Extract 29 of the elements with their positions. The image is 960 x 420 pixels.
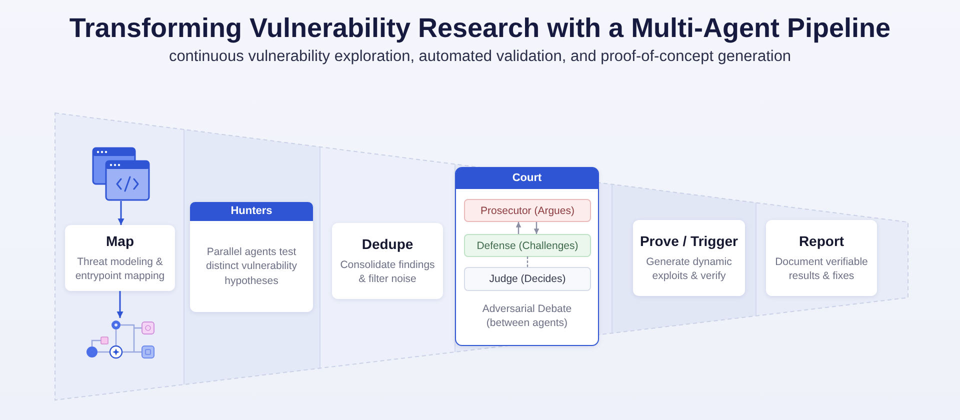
stage-card [633, 220, 745, 296]
arrow [116, 291, 124, 318]
role-box: Judge (Decides) [464, 267, 591, 291]
stage-description: Parallel agents test distinct vulnerability hypotheses [204, 245, 298, 288]
stage-title: Dedupe [362, 236, 414, 252]
arrow [118, 201, 124, 225]
arrow [516, 222, 522, 234]
stage-title: Report [798, 232, 844, 249]
stage-card [65, 225, 175, 291]
stage-card [766, 220, 877, 296]
role-box: Defense (Challenges) [464, 234, 591, 257]
debate-caption: Adversarial Debate (between agents) [481, 302, 573, 330]
stage-description: Generate dynamic exploits & verify [645, 254, 733, 284]
stage-card [190, 202, 313, 312]
code-window-icon [92, 147, 150, 201]
card-header: Court [456, 168, 598, 189]
stage-card [455, 167, 599, 346]
stage-description: Consolidate findings & filter noise [339, 258, 436, 286]
stage-description: Threat modeling & entrypoint mapping [74, 254, 166, 284]
arrow [534, 222, 540, 234]
card-header: Hunters [190, 202, 313, 221]
page-subtitle: continuous vulnerability exploration, automated validation, and proof-of-concept generation [168, 48, 792, 66]
role-box: Prosecutor (Argues) [464, 199, 591, 222]
connector-line [526, 256, 528, 268]
page-title: Transforming Vulnerability Research with a Multi-Agent Pipeline [68, 13, 892, 44]
stage-card [332, 223, 443, 299]
stage-description: Document verifiable results & fixes [774, 254, 869, 284]
stage-title: Map [106, 232, 134, 249]
stage-title: Prove / Trigger [640, 232, 738, 249]
